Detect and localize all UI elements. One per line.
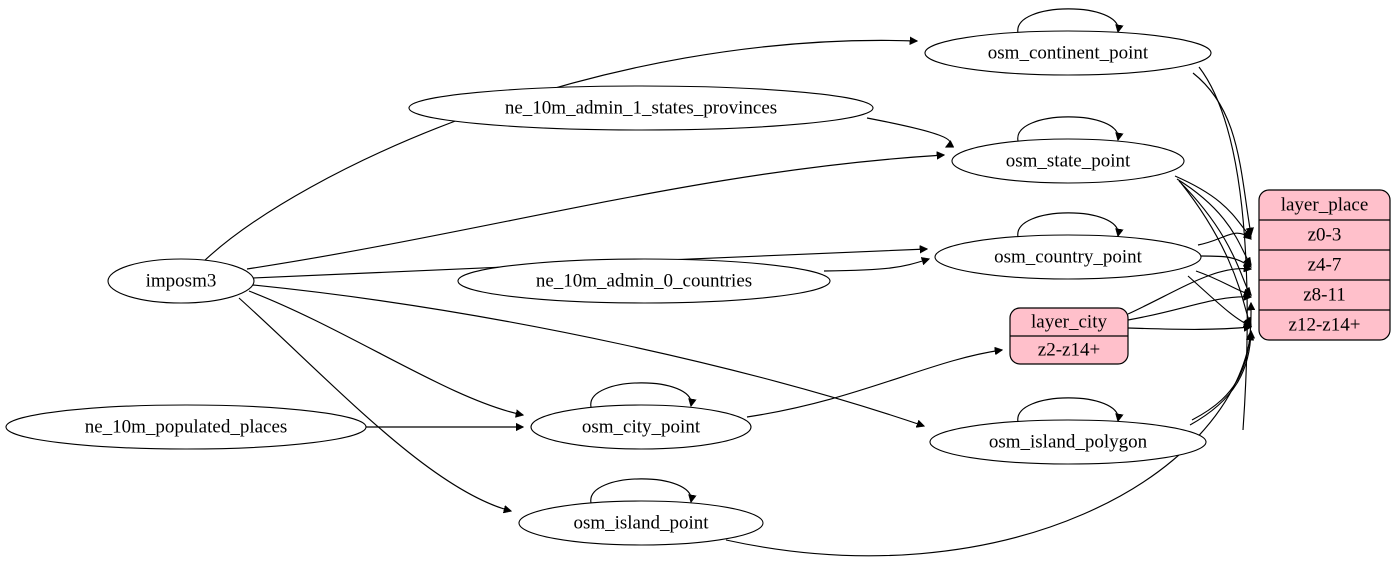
node-ne_countries[interactable]: ne_10m_admin_0_countries [457,258,831,304]
self-loop-osm_island_point [590,478,691,503]
edge-ne-countries-country [823,259,929,272]
edge-imposm3-continent [202,40,917,263]
node-osm_continent_point[interactable]: osm_continent_point [924,30,1212,76]
edge-continent-tail [1198,66,1248,431]
edge-islandpoint-z12-z14 [725,333,1251,557]
node-ellipse [934,234,1202,280]
node-ellipse [518,500,764,546]
edge-imposm3-state [246,155,944,270]
node-ne_populated[interactable]: ne_10m_populated_places [5,404,367,450]
node-osm_state_point[interactable]: osm_state_point [951,138,1185,184]
edge-state-z12-z14 [1180,182,1251,325]
node-ellipse [107,258,255,304]
node-imposm3[interactable]: imposm3 [107,258,255,304]
node-ellipse [530,404,752,450]
node-osm_country_point[interactable]: osm_country_point [934,234,1202,280]
self-loop-osm_continent_point [1017,8,1118,33]
nodes-layer: imposm3 ne_10m_admin_1_states_provincesne… [5,30,1212,546]
node-osm_city_point[interactable]: osm_city_point [530,404,752,450]
edge-country-z12-z14 [1187,275,1251,326]
self-loop-osm_island_polygon [1017,397,1118,422]
node-ne_states[interactable]: ne_10m_admin_1_states_provinces [408,85,874,131]
self-loop-osm_country_point [1017,212,1118,237]
edge-layercity-z8-11 [1127,297,1251,321]
edge-islandpolygon-z12-z14 [1189,331,1251,426]
node-ellipse [408,85,874,131]
node-ellipse [457,258,831,304]
self-loop-osm_state_point [1017,116,1118,141]
edge-country-z8-11 [1195,270,1251,295]
edge-imposm3-city [248,290,523,415]
edges-layer [202,8,1251,557]
node-ellipse [5,404,367,450]
edge-city-layercity [746,350,1002,418]
edge-country-z0-3 [1197,233,1251,246]
edge-layercity-z12-z14 [1127,327,1251,329]
node-osm_island_point[interactable]: osm_island_point [518,500,764,546]
edge-continent-z0-3 [1192,72,1251,235]
edge-ne-states-state [866,117,950,147]
node-osm_island_polygon[interactable]: osm_island_polygon [929,419,1207,465]
edge-layercity-z4-7 [1127,269,1251,315]
edge-state-z4-7 [1176,178,1251,265]
edge-imposm3-islandpolygon [252,284,924,426]
edge-imposm3-islandpoint [238,297,511,511]
node-ellipse [924,30,1212,76]
self-loop-osm_city_point [590,382,691,407]
node-ellipse [929,419,1207,465]
node-ellipse [951,138,1185,184]
record-box [1258,189,1391,341]
edge-islandpolygon-z8-11 [1191,303,1251,421]
edge-country-z4-7 [1200,255,1251,267]
